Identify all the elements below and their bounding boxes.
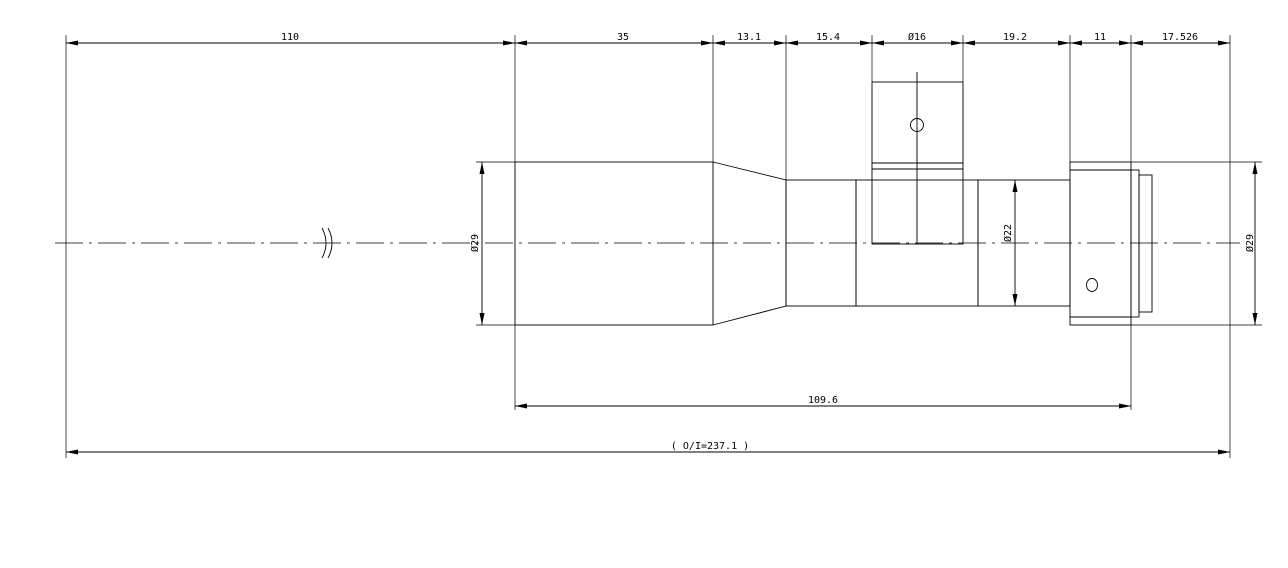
rear-mount-plate — [1138, 174, 1153, 313]
dim-text-17-526: 17.526 — [1162, 32, 1198, 43]
dim-text-35: 35 — [617, 32, 629, 43]
dim-text-19-2: 19.2 — [1003, 32, 1027, 43]
rear-flange — [1130, 169, 1140, 318]
dim-text-total-length: ( O/I=237.1 ) — [671, 441, 749, 452]
dim-text-109-6: 109.6 — [808, 395, 838, 406]
dim-text-dia-22: Ø22 — [1002, 224, 1014, 242]
axis-break-symbol — [321, 227, 333, 259]
dim-text-11: 11 — [1094, 32, 1106, 43]
dim-text-15-4: 15.4 — [816, 32, 840, 43]
dim-text-dia-29-left: Ø29 — [469, 234, 481, 252]
dim-text-dia-29-right: Ø29 — [1244, 234, 1256, 252]
dim-text-dia-16: Ø16 — [908, 31, 926, 43]
rear-ring — [1069, 161, 1132, 326]
extension-lines — [65, 35, 1262, 458]
taper-section — [712, 161, 787, 326]
dim-text-13-1: 13.1 — [737, 32, 761, 43]
rear-ring-screw — [1086, 278, 1098, 292]
front-barrel — [514, 161, 714, 326]
top-dimension-arrows — [66, 40, 1230, 46]
lens-body — [514, 72, 1153, 326]
mount-screw-hole — [910, 118, 924, 132]
dim-text-110: 110 — [281, 32, 299, 43]
